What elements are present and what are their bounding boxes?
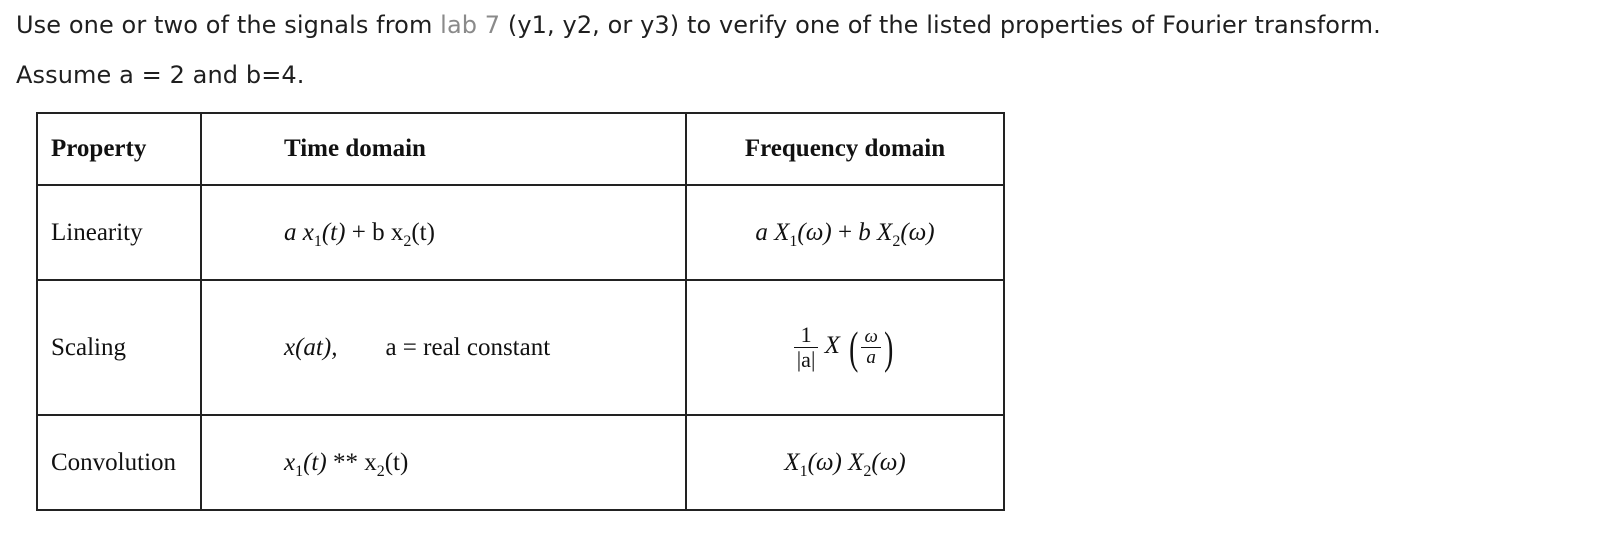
scaling-fraction: 1 |a| — [793, 323, 819, 372]
time-scaling: x(at),a = real constant — [200, 279, 687, 416]
header-frequency-domain: Frequency domain — [685, 112, 1005, 186]
header-property: Property — [36, 112, 202, 186]
time-linearity: a x1(t) + b x2(t) — [200, 184, 687, 281]
scaling-inner-fraction: ω a — [861, 327, 881, 368]
instruction-text-before-link: Use one or two of the signals from — [16, 11, 441, 39]
freq-linearity: a X1(ω) + b X2(ω) — [685, 184, 1005, 281]
property-linearity: Linearity — [36, 184, 202, 281]
lab-7-link[interactable]: lab 7 — [440, 11, 501, 39]
property-convolution: Convolution — [36, 414, 202, 511]
assumption-line: Assume a = 2 and b=4. — [16, 61, 305, 89]
instruction-text-after-link: (y1, y2, or y3) to verify one of the lis… — [500, 11, 1381, 39]
table-row-linearity: Linearity a x1(t) + b x2(t) a X1(ω) + b … — [36, 184, 1005, 281]
table-row-scaling: Scaling x(at),a = real constant 1 |a| X … — [36, 279, 1005, 416]
table-row-convolution: Convolution x1(t) ** x2(t) X1(ω) X2(ω) — [36, 414, 1005, 511]
fourier-properties-table: Property Time domain Frequency domain Li… — [36, 112, 1005, 511]
freq-convolution: X1(ω) X2(ω) — [685, 414, 1005, 511]
property-scaling: Scaling — [36, 279, 202, 416]
time-convolution: x1(t) ** x2(t) — [200, 414, 687, 511]
freq-scaling: 1 |a| X ( ω a ) — [685, 279, 1005, 416]
header-time-domain: Time domain — [200, 112, 687, 186]
instruction-line-1: Use one or two of the signals from lab 7… — [16, 10, 1381, 40]
table-header-row: Property Time domain Frequency domain — [36, 112, 1005, 186]
